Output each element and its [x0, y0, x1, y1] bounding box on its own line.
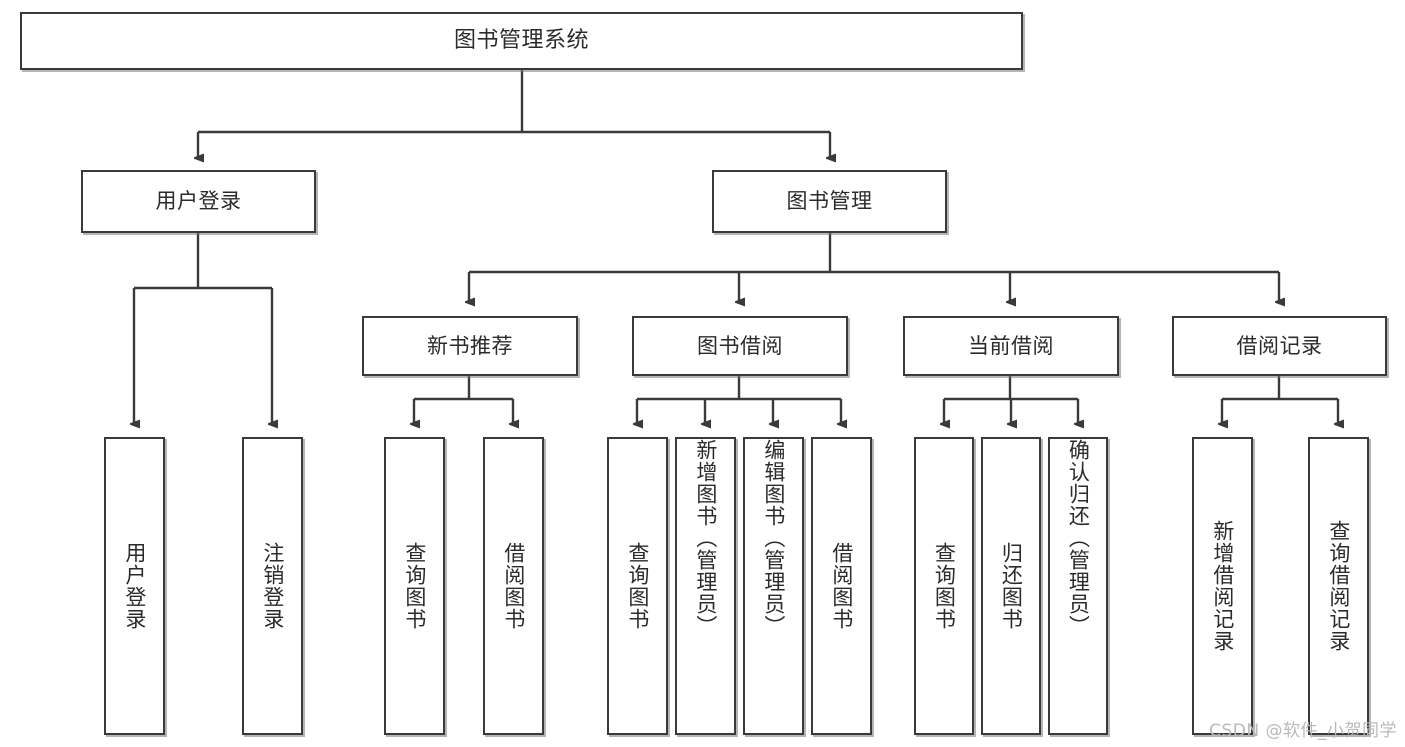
- leaf-edit-book-admin[interactable]: 编辑图书（管理员）: [743, 437, 804, 735]
- node-book-management[interactable]: 图书管理: [712, 170, 947, 233]
- leaf-user-login[interactable]: 用户登录: [104, 437, 165, 735]
- node-label: 用户登录: [122, 542, 147, 630]
- node-label: 注销登录: [260, 542, 285, 630]
- node-label: 查询图书: [932, 542, 957, 630]
- node-label: 确认归还（管理员）: [1066, 439, 1091, 637]
- leaf-add-book-admin[interactable]: 新增图书（管理员）: [675, 437, 736, 735]
- node-current-borrow[interactable]: 当前借阅: [903, 316, 1119, 376]
- node-label: 图书管理: [786, 189, 873, 214]
- leaf-query-book-current[interactable]: 查询图书: [914, 437, 974, 735]
- node-label: 新增借阅记录: [1210, 520, 1235, 652]
- node-label: 新书推荐: [427, 333, 513, 358]
- node-root-system[interactable]: 图书管理系统: [20, 12, 1023, 70]
- leaf-query-borrow-record[interactable]: 查询借阅记录: [1308, 437, 1369, 735]
- leaf-borrow-book-newbook[interactable]: 借阅图书: [483, 437, 544, 735]
- node-book-borrow[interactable]: 图书借阅: [632, 316, 848, 376]
- leaf-logout[interactable]: 注销登录: [242, 437, 303, 735]
- node-label: 查询借阅记录: [1326, 520, 1351, 652]
- node-label: 新增图书（管理员）: [693, 439, 718, 637]
- leaf-add-borrow-record[interactable]: 新增借阅记录: [1192, 437, 1253, 735]
- leaf-query-book-newbook[interactable]: 查询图书: [384, 437, 445, 735]
- node-label: 查询图书: [625, 542, 650, 630]
- node-borrow-record[interactable]: 借阅记录: [1172, 316, 1387, 376]
- leaf-confirm-return-admin[interactable]: 确认归还（管理员）: [1048, 437, 1108, 735]
- node-label: 用户登录: [155, 189, 242, 214]
- node-label: 图书借阅: [697, 333, 783, 358]
- node-new-book-recommend[interactable]: 新书推荐: [362, 316, 578, 376]
- node-label: 图书管理系统: [453, 28, 589, 54]
- node-label: 当前借阅: [968, 333, 1054, 358]
- watermark: CSDN @软件_小贺同学: [1209, 721, 1397, 741]
- node-label: 编辑图书（管理员）: [761, 439, 786, 637]
- node-label: 借阅图书: [829, 542, 854, 630]
- node-label: 查询图书: [402, 542, 427, 630]
- node-label: 归还图书: [999, 542, 1024, 630]
- leaf-return-book[interactable]: 归还图书: [981, 437, 1041, 735]
- node-user-login[interactable]: 用户登录: [81, 170, 316, 233]
- node-label: 借阅记录: [1236, 333, 1323, 358]
- leaf-query-book-borrow[interactable]: 查询图书: [607, 437, 668, 735]
- node-label: 借阅图书: [501, 542, 526, 630]
- leaf-borrow-book[interactable]: 借阅图书: [811, 437, 872, 735]
